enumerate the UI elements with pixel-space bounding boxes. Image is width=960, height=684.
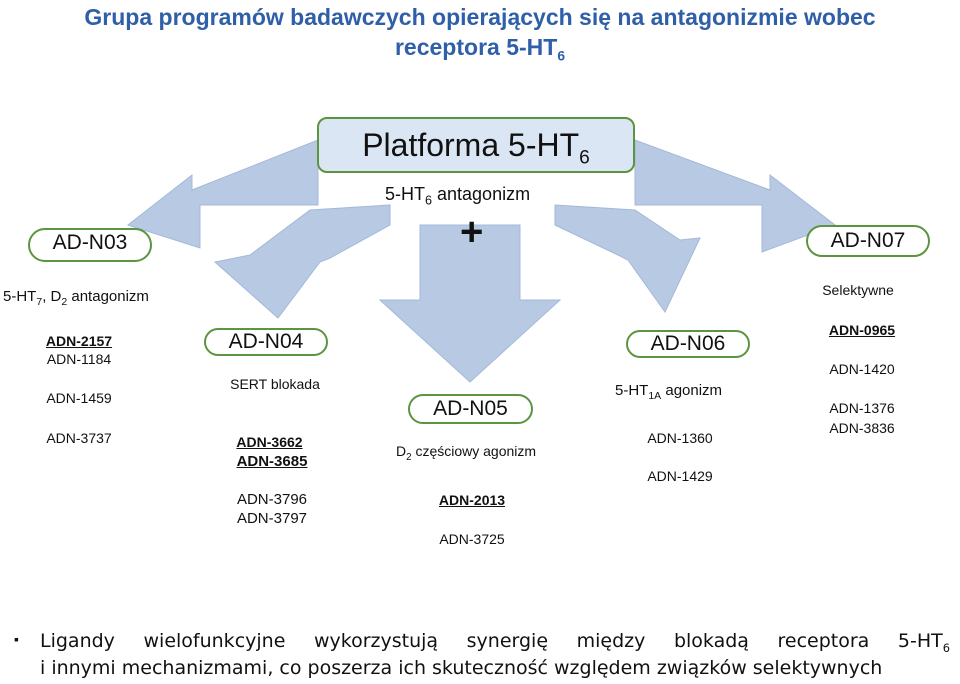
group-n06-name: AD-N06	[650, 332, 726, 355]
footer-line-1-sub: 6	[942, 640, 950, 655]
group-n03-name: AD-N03	[52, 231, 128, 254]
footer-line-1-text: Ligandy wielofunkcyjne wykorzystują syne…	[40, 630, 943, 652]
n06-item: ADN-1429	[647, 468, 713, 484]
n06-item: ADN-1360	[647, 430, 713, 446]
footer-line-2: i innymi mechanizmami, co poszerza ich s…	[40, 657, 883, 679]
group-n07-name: AD-N07	[830, 229, 906, 252]
n04-item: ADN-3662	[236, 434, 303, 450]
n06-desc-b: agonizm	[661, 382, 723, 399]
group-n07-pill: AD-N07	[806, 225, 930, 257]
group-n04-desc: SERT blokada	[230, 376, 320, 392]
n03-desc-c: antagonizm	[67, 288, 149, 305]
arrow-center-down	[378, 224, 562, 383]
page-title: Grupa programów badawczych opierających …	[0, 2, 960, 72]
n03-desc-b: , D	[42, 288, 62, 305]
center-antag-main: 5-HT	[385, 184, 425, 204]
n03-desc-sub2: 2	[61, 296, 68, 308]
n07-item: ADN-3836	[829, 420, 895, 436]
n05-desc-b: częściowy agonizm	[411, 443, 537, 459]
n05-desc-sub: 2	[406, 451, 412, 463]
group-n03-pill: AD-N03	[28, 228, 152, 262]
center-antagonism-label: 5-HT6 antagonizm	[385, 184, 530, 208]
n06-desc-a: 5-HT	[615, 382, 649, 399]
n03-item: ADN-1184	[46, 351, 112, 367]
center-antag-sub: 6	[425, 193, 433, 208]
arrow-left	[126, 139, 319, 249]
bullet-icon: ▪	[14, 631, 19, 647]
title-line-2-sub: 6	[557, 48, 565, 64]
n07-item: ADN-0965	[828, 322, 896, 338]
n03-desc-sub1: 7	[36, 296, 43, 308]
n04-item: ADN-3685	[236, 453, 308, 470]
platform-label: Platforma 5-HT	[362, 127, 580, 163]
arrow-right	[634, 139, 837, 253]
arrow-left-down	[213, 204, 391, 319]
n07-item: ADN-1376	[829, 400, 895, 416]
n07-item: ADN-1420	[829, 361, 895, 377]
platform-label-sub: 6	[579, 147, 590, 169]
group-n07-desc: Selektywne	[822, 282, 894, 298]
group-n05-name: AD-N05	[433, 397, 508, 420]
n03-desc-a: 5-HT	[3, 288, 37, 305]
group-n06-desc: 5-HT1A agonizm	[615, 382, 722, 402]
title-line-2-text: receptora 5-HT	[394, 34, 558, 60]
center-antag-rest: antagonizm	[432, 184, 531, 204]
platform-box: Platforma 5-HT6	[317, 117, 635, 173]
footer-line-1: Ligandy wielofunkcyjne wykorzystują syne…	[40, 630, 950, 655]
group-n05-pill: AD-N05	[408, 394, 533, 424]
arrow-right-down	[554, 204, 701, 313]
n03-item: ADN-2157	[45, 333, 113, 349]
group-n04-pill: AD-N04	[204, 328, 328, 356]
group-n05-desc: D2 częściowy agonizm	[396, 443, 536, 463]
n05-item: ADN-2013	[438, 492, 506, 508]
n03-item: ADN-1459	[46, 390, 112, 406]
plus-sign: +	[460, 210, 484, 254]
n06-desc-sub: 1A	[648, 390, 662, 402]
group-n04-name: AD-N04	[228, 330, 304, 353]
group-n06-pill: AD-N06	[626, 330, 750, 358]
title-line-2: receptora 5-HT6	[0, 32, 960, 72]
group-n03-desc: 5-HT7, D2 antagonizm	[3, 288, 149, 308]
n05-item: ADN-3725	[439, 531, 505, 547]
n03-item: ADN-3737	[46, 430, 112, 446]
title-line-1: Grupa programów badawczych opierających …	[84, 4, 876, 30]
n04-item: ADN-3796	[236, 491, 308, 508]
n04-item: ADN-3797	[236, 510, 308, 527]
n05-desc-a: D	[396, 443, 407, 459]
